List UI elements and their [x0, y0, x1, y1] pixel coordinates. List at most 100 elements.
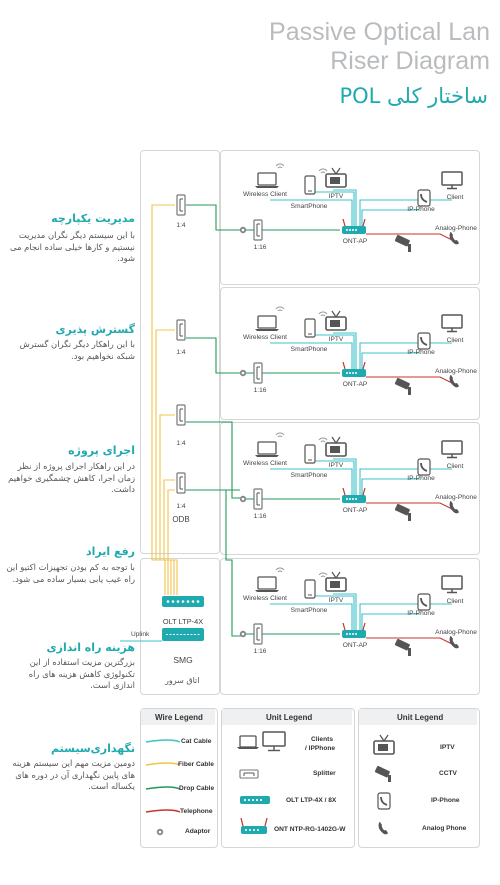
- unit-legend-ip-phone-label: IP-Phone: [431, 797, 460, 804]
- iptv-label-1: IPTV: [328, 193, 344, 200]
- smartphone-label-1: SmartPhone: [290, 203, 328, 210]
- wire-legend-telephone-label: Telephone: [180, 808, 213, 815]
- unit-legend-splitter-label: Splitter: [313, 770, 336, 777]
- client-label-3: Client: [446, 463, 464, 470]
- riser-splitter-3-label: 1:4: [176, 440, 186, 447]
- ip-phone-label-2: IP-Phone: [407, 349, 435, 356]
- ont-icon: [240, 817, 268, 834]
- smg-device: [162, 628, 204, 641]
- telephone-swatch: [145, 809, 181, 813]
- cctv-icon: [374, 765, 391, 782]
- floor-splitter-label-4: 1:16: [253, 648, 267, 655]
- wire-legend-cat-label: Cat Cable: [181, 738, 212, 745]
- section-heading-1: مدیریت یکپارچه: [51, 212, 135, 225]
- ont-ap-label-1: ONT-AP: [342, 238, 368, 245]
- section-heading-6: نگهداری‌سیستم: [51, 742, 135, 755]
- section-heading-2: گسترش پذیری: [55, 323, 135, 336]
- wire-legend-box: [140, 708, 218, 848]
- iptv-icon: [373, 734, 395, 755]
- unit-legend-clients-label-2: / IPPhone: [305, 745, 336, 752]
- section-body-5: بزرگترین مزیت استفاده از این تکنولوژی کا…: [28, 657, 135, 690]
- unit-legend-title-1: Unit Legend: [266, 713, 313, 722]
- wireless-client-label-1: Wireless Client: [243, 191, 287, 198]
- server-room-label: اتاق سرور: [165, 676, 200, 685]
- unit-legend-title-2: Unit Legend: [397, 713, 444, 722]
- client-label-4: Client: [446, 598, 464, 605]
- odb-label: ODB: [172, 515, 190, 524]
- ip-phone-icon: [377, 792, 391, 810]
- analog-phone-label-2: Analog-Phone: [435, 368, 477, 375]
- floor-4: [239, 567, 463, 656]
- riser-splitter-2-label: 1:4: [176, 349, 186, 356]
- ip-phone-label-1: IP-Phone: [407, 206, 435, 213]
- section-body-4: با توجه به کم بودن تجهیزات اکتیو این راه…: [6, 562, 135, 584]
- wireless-client-label-4: Wireless Client: [243, 595, 287, 602]
- unit-legend-olt-label: OLT LTP-4X / 8X: [286, 797, 337, 804]
- iptv-label-2: IPTV: [328, 336, 344, 343]
- title-fa: ساختار کلی POL: [339, 84, 488, 108]
- riser-splitter-1-label: 1:4: [176, 222, 186, 229]
- floor-box-2: [220, 287, 480, 420]
- ont-ap-label-2: ONT-AP: [342, 381, 368, 388]
- title-line-2: Riser Diagram: [330, 47, 490, 75]
- section-body-6: دومین مزیت مهم این سیستم هزینه های پایین…: [12, 758, 135, 791]
- smartphone-label-2: SmartPhone: [290, 346, 328, 353]
- section-heading-3: اجرای پروژه: [68, 444, 135, 457]
- floor-splitter-label-3: 1:16: [253, 513, 267, 520]
- unit-legend-iptv-label: IPTV: [440, 744, 455, 751]
- floor-splitter-label-2: 1:16: [253, 387, 267, 394]
- section-heading-4: رفع ایراد: [85, 545, 135, 558]
- drop-cable-swatch: [145, 786, 181, 790]
- splitter-icon: [239, 769, 259, 779]
- floor-2: [239, 306, 463, 395]
- ont-ap-label-4: ONT-AP: [342, 642, 368, 649]
- client-label-1: Client: [446, 194, 464, 201]
- uplink-label: Uplink: [131, 631, 150, 638]
- server-room-box: [140, 558, 220, 695]
- riser-splitter-4-label: 1:4: [176, 503, 186, 510]
- section-body-3: در این راهکار اجرای پروژه از نظر زمان اج…: [8, 461, 135, 494]
- ont-ap-label-3: ONT-AP: [342, 507, 368, 514]
- smartphone-label-4: SmartPhone: [290, 607, 328, 614]
- section-body-1: با این سیستم دیگر نگران مدیریت نیستیم و …: [10, 230, 135, 263]
- wireless-client-label-3: Wireless Client: [243, 460, 287, 467]
- iptv-label-3: IPTV: [328, 462, 344, 469]
- olt-icon: [240, 796, 270, 804]
- analog-phone-label-4: Analog-Phone: [435, 629, 477, 636]
- client-label-2: Client: [446, 337, 464, 344]
- wire-legend-title: Wire Legend: [155, 713, 203, 722]
- unit-legend-analog-phone-label: Analog Phone: [422, 825, 467, 832]
- unit-legend-ont-label: ONT NTP-RG-1402G-W: [274, 826, 346, 833]
- smg-label: SMG: [173, 655, 193, 665]
- cat-cable-swatch: [145, 739, 181, 743]
- unit-legend-box-1: [221, 708, 355, 848]
- ip-phone-label-3: IP-Phone: [407, 475, 435, 482]
- iptv-label-4: IPTV: [328, 597, 344, 604]
- wire-legend-drop-label: Drop Cable: [179, 785, 215, 792]
- unit-legend-box-2: [358, 708, 480, 848]
- olt-device: [162, 596, 204, 607]
- floor-splitter-label-1: 1:16: [253, 244, 267, 251]
- wire-legend-adaptor-label: Adaptor: [185, 828, 211, 835]
- smartphone-label-3: SmartPhone: [290, 472, 328, 479]
- unit-legend-clients-label: Clients: [311, 736, 333, 743]
- adaptor-swatch: [156, 828, 164, 836]
- floor-1: [239, 163, 463, 252]
- fiber-cable-swatch: [145, 762, 181, 766]
- wire-legend-fiber-label: Fiber Cable: [178, 761, 214, 768]
- clients-icon: [237, 731, 286, 752]
- section-body-2: با این راهکار دیگر نگران گسترش شبکه نخوا…: [19, 339, 135, 361]
- ip-phone-label-4: IP-Phone: [407, 610, 435, 617]
- section-heading-5: هزینه راه اندازی: [46, 641, 135, 654]
- analog-phone-label-3: Analog-Phone: [435, 494, 477, 501]
- analog-phone-icon: [378, 822, 388, 835]
- analog-phone-label-1: Analog-Phone: [435, 225, 477, 232]
- olt-label: OLT LTP-4X: [162, 617, 204, 626]
- unit-legend-cctv-label: CCTV: [439, 770, 457, 777]
- wireless-client-label-2: Wireless Client: [243, 334, 287, 341]
- floor-3: [239, 432, 463, 521]
- title-line-1: Passive Optical Lan: [269, 18, 490, 46]
